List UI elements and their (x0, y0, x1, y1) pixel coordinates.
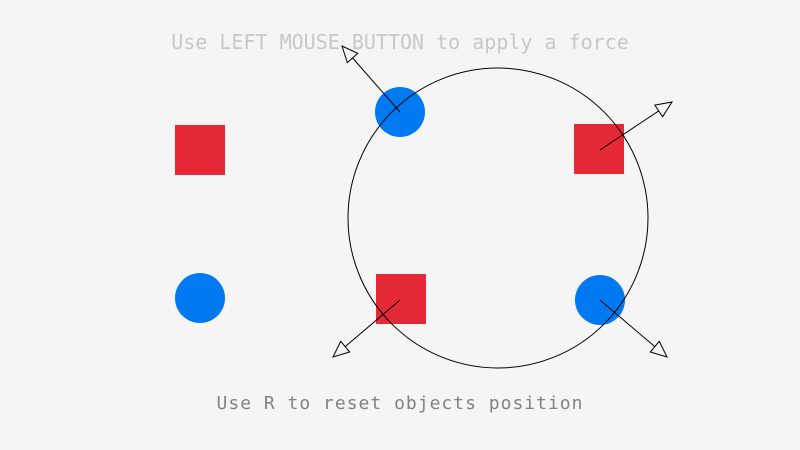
force-arrow-top-circle (341, 45, 401, 113)
force-arrow-shaft (599, 299, 656, 347)
boundary-circle (347, 67, 649, 369)
force-arrow-shaft (344, 299, 401, 347)
instruction-reset: Use R to reset objects position (216, 393, 584, 414)
force-arrow-head (332, 340, 351, 358)
force-arrow-bottom-square (332, 299, 401, 358)
force-arrow-head (649, 340, 668, 358)
force-arrow-top-right-square (599, 101, 674, 151)
red-square-left[interactable] (175, 125, 225, 175)
red-square-bottom-center[interactable] (376, 274, 426, 324)
force-arrow-head (653, 101, 674, 118)
force-arrow-shaft (599, 110, 659, 151)
force-arrow-bottom-right-circle (599, 299, 668, 358)
force-arrow-head (341, 45, 359, 64)
instruction-apply-force: Use LEFT MOUSE BUTTON to apply a force (171, 30, 629, 54)
blue-circle-left[interactable] (175, 273, 225, 323)
red-square-top-right[interactable] (574, 124, 624, 174)
force-arrow-shaft (352, 57, 401, 113)
